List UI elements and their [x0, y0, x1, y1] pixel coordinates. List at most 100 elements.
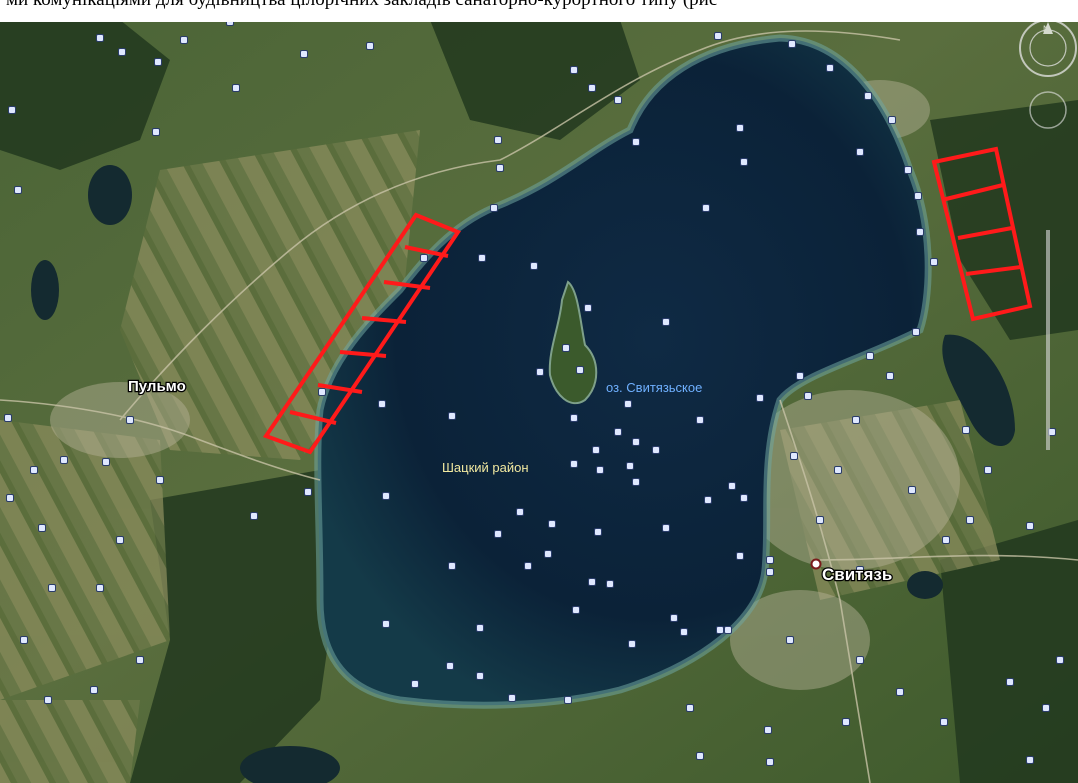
place-marker-icon[interactable] [716, 626, 724, 634]
place-marker-icon[interactable] [570, 460, 578, 468]
label-svityaz[interactable]: Свитязь [821, 564, 894, 586]
place-marker-icon[interactable] [914, 192, 922, 200]
place-marker-icon[interactable] [614, 96, 622, 104]
place-marker-icon[interactable] [942, 536, 950, 544]
place-marker-icon[interactable] [536, 368, 544, 376]
place-marker-icon[interactable] [626, 462, 634, 470]
place-marker-icon[interactable] [628, 640, 636, 648]
place-marker-icon[interactable] [696, 752, 704, 760]
place-marker-icon[interactable] [908, 486, 916, 494]
place-marker-icon[interactable] [494, 530, 502, 538]
place-marker-icon[interactable] [756, 394, 764, 402]
place-marker-icon[interactable] [1026, 522, 1034, 530]
place-marker-icon[interactable] [448, 562, 456, 570]
place-marker-icon[interactable] [232, 84, 240, 92]
place-marker-icon[interactable] [1042, 704, 1050, 712]
place-marker-icon[interactable] [20, 636, 28, 644]
place-marker-icon[interactable] [966, 516, 974, 524]
place-marker-icon[interactable] [632, 438, 640, 446]
place-marker-icon[interactable] [588, 84, 596, 92]
place-marker-icon[interactable] [702, 204, 710, 212]
place-marker-icon[interactable] [570, 66, 578, 74]
place-marker-icon[interactable] [524, 562, 532, 570]
place-marker-icon[interactable] [420, 254, 428, 262]
place-marker-icon[interactable] [60, 456, 68, 464]
place-marker-icon[interactable] [304, 488, 312, 496]
place-marker-icon[interactable] [154, 58, 162, 66]
label-district[interactable]: Шацкий район [442, 460, 529, 475]
place-marker-icon[interactable] [126, 416, 134, 424]
place-marker-icon[interactable] [564, 696, 572, 704]
planned-zones-west[interactable] [262, 212, 462, 455]
place-marker-icon[interactable] [584, 304, 592, 312]
place-marker-icon[interactable] [382, 492, 390, 500]
place-marker-icon[interactable] [594, 528, 602, 536]
place-marker-icon[interactable] [826, 64, 834, 72]
place-marker-icon[interactable] [788, 40, 796, 48]
place-marker-icon[interactable] [382, 620, 390, 628]
place-marker-icon[interactable] [562, 344, 570, 352]
place-marker-icon[interactable] [448, 412, 456, 420]
place-marker-icon[interactable] [856, 566, 864, 574]
place-marker-icon[interactable] [686, 704, 694, 712]
place-marker-icon[interactable] [180, 36, 188, 44]
place-marker-icon[interactable] [740, 494, 748, 502]
place-marker-icon[interactable] [962, 426, 970, 434]
place-marker-icon[interactable] [764, 726, 772, 734]
place-marker-icon[interactable] [530, 262, 538, 270]
place-marker-icon[interactable] [930, 258, 938, 266]
place-marker-icon[interactable] [866, 352, 874, 360]
poi-markers[interactable] [4, 18, 1064, 766]
place-marker-icon[interactable] [96, 584, 104, 592]
place-marker-icon[interactable] [318, 388, 326, 396]
place-marker-icon[interactable] [366, 42, 374, 50]
place-marker-icon[interactable] [300, 50, 308, 58]
place-marker-icon[interactable] [570, 414, 578, 422]
place-marker-icon[interactable] [494, 136, 502, 144]
place-marker-icon[interactable] [96, 34, 104, 42]
place-marker-icon[interactable] [544, 550, 552, 558]
place-marker-icon[interactable] [476, 672, 484, 680]
place-marker-icon[interactable] [736, 552, 744, 560]
place-marker-icon[interactable] [548, 520, 556, 528]
place-marker-icon[interactable] [8, 106, 16, 114]
place-marker-icon[interactable] [411, 680, 419, 688]
place-marker-icon[interactable] [592, 446, 600, 454]
place-marker-icon[interactable] [912, 328, 920, 336]
place-marker-icon[interactable] [940, 718, 948, 726]
place-marker-icon[interactable] [724, 626, 732, 634]
place-marker-icon[interactable] [766, 758, 774, 766]
place-marker-icon[interactable] [740, 158, 748, 166]
place-marker-icon[interactable] [766, 568, 774, 576]
place-marker-icon[interactable] [156, 476, 164, 484]
place-marker-icon[interactable] [834, 466, 842, 474]
place-marker-icon[interactable] [796, 372, 804, 380]
planned-zones-east[interactable] [931, 146, 1033, 322]
place-marker-icon[interactable] [662, 318, 670, 326]
place-marker-icon[interactable] [152, 128, 160, 136]
place-marker-icon[interactable] [30, 466, 38, 474]
place-marker-icon[interactable] [1006, 678, 1014, 686]
place-marker-icon[interactable] [766, 556, 774, 564]
place-marker-icon[interactable] [496, 164, 504, 172]
lake-svityaz[interactable] [314, 34, 932, 709]
place-marker-icon[interactable] [136, 656, 144, 664]
place-marker-icon[interactable] [250, 512, 258, 520]
place-marker-icon[interactable] [44, 696, 52, 704]
place-marker-icon[interactable] [102, 458, 110, 466]
place-marker-icon[interactable] [680, 628, 688, 636]
place-marker-icon[interactable] [478, 254, 486, 262]
place-marker-icon[interactable] [714, 32, 722, 40]
place-marker-icon[interactable] [116, 536, 124, 544]
place-marker-icon[interactable] [984, 466, 992, 474]
place-marker-icon[interactable] [662, 524, 670, 532]
place-marker-icon[interactable] [652, 446, 660, 454]
label-pulmo[interactable]: Пульмо [127, 377, 187, 397]
place-marker-icon[interactable] [4, 414, 12, 422]
place-marker-icon[interactable] [736, 124, 744, 132]
place-marker-icon[interactable] [588, 578, 596, 586]
place-marker-icon[interactable] [852, 416, 860, 424]
place-marker-icon[interactable] [916, 228, 924, 236]
place-marker-icon[interactable] [596, 466, 604, 474]
place-marker-icon[interactable] [508, 694, 516, 702]
